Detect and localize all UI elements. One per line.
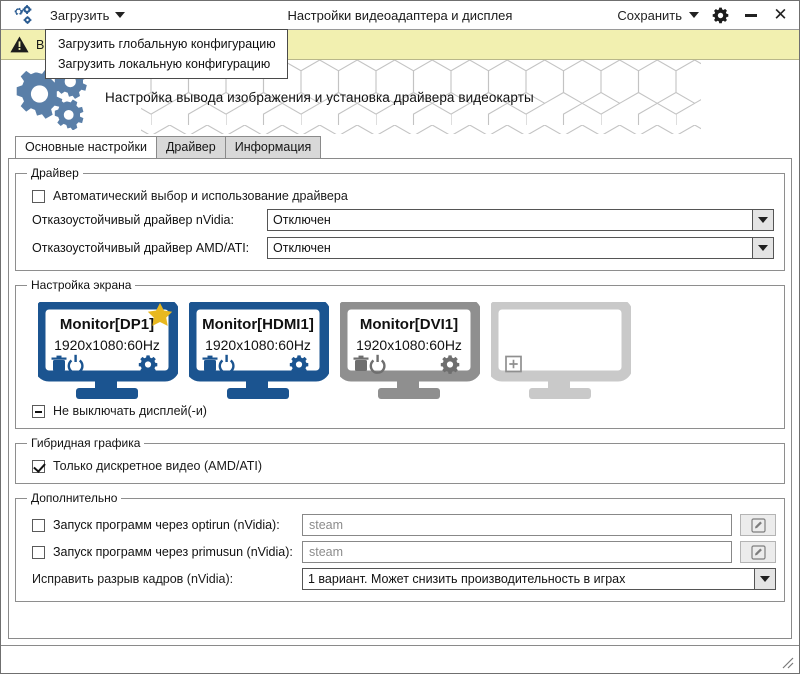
monitor-card-hdmi1[interactable]: Monitor[HDMI1] 1920x1080:60Hz [189,302,329,402]
tab-bar: Основные настройки Драйвер Информация [1,134,799,158]
gear-icon [138,355,158,374]
group-advanced: Дополнительно Запуск программ через opti… [15,491,785,602]
optirun-label-wrap[interactable]: Запуск программ через optirun (nVidia): [32,518,302,532]
load-dropdown-menu[interactable]: Загрузить глобальную конфигурацию Загруз… [45,29,288,79]
group-hybrid-graphics: Гибридная графика Только дискретное виде… [15,436,785,484]
plus-box-icon [505,355,522,373]
menu-item-load-global[interactable]: Загрузить глобальную конфигурацию [58,37,276,51]
nvidia-driver-row: Отказоустойчивый драйвер nVidia: Отключе… [32,209,776,231]
resize-grip-icon[interactable] [781,656,794,669]
optirun-edit-button[interactable] [740,514,776,536]
trash-icon [51,355,67,371]
settings-gear-button[interactable] [712,7,729,24]
primusrun-label-wrap[interactable]: Запуск программ через primusun (nVidia): [32,545,302,559]
chevron-down-icon [760,576,770,582]
monitor-card-dvi1[interactable]: Monitor[DVI1] 1920x1080:60Hz [340,302,480,402]
header-title: Настройка вывода изображения и установка… [105,89,534,105]
tearfree-row: Исправить разрыв кадров (nVidia): 1 вари… [32,568,776,590]
minimize-icon [744,13,757,17]
tab-panel-main-settings: Драйвер Автоматический выбор и использов… [8,158,792,639]
tab-driver[interactable]: Драйвер [155,136,226,158]
tab-information[interactable]: Информация [224,136,322,158]
discrete-only-row[interactable]: Только дискретное видео (AMD/ATI) [32,459,776,473]
amd-driver-select[interactable]: Отключен [267,237,774,259]
gear-icon [440,355,460,374]
group-driver: Драйвер Автоматический выбор и использов… [15,166,785,271]
auto-driver-row[interactable]: Автоматический выбор и использование дра… [32,189,776,203]
warning-text: В [36,37,45,52]
primusrun-edit-button[interactable] [740,541,776,563]
amd-driver-dropdown-button[interactable] [752,238,773,258]
amd-driver-value: Отключен [273,241,331,255]
keep-displays-on-checkbox[interactable] [32,404,45,418]
chevron-down-icon [115,12,126,18]
monitor-name: Monitor[DP1] [60,316,154,333]
monitor-name: Monitor[HDMI1] [202,316,314,333]
monitor-mode: 1920x1080:60Hz [356,337,462,353]
monitor-card-add-new[interactable] [491,302,631,402]
edit-pencil-icon [750,544,766,560]
monitor-list: Monitor[DP1] 1920x1080:60Hz [38,302,776,402]
group-driver-legend: Драйвер [31,166,79,180]
keep-displays-on-row[interactable]: Не выключать дисплей(-и) [32,404,776,418]
nvidia-driver-value: Отключен [273,213,331,227]
optirun-checkbox[interactable] [32,518,45,532]
title-bar-controls: Сохранить ✕ [617,4,799,25]
keep-displays-on-label: Не выключать дисплей(-и) [53,404,207,418]
tearfree-select[interactable]: 1 вариант. Может снизить производительно… [302,568,776,590]
primusrun-input[interactable]: steam [302,541,732,563]
amd-driver-label: Отказоустойчивый драйвер AMD/ATI: [32,241,250,255]
title-bar: Загрузить Настройки видеоадаптера и дисп… [1,1,799,30]
primusrun-checkbox[interactable] [32,545,45,559]
tab-main-settings[interactable]: Основные настройки [15,136,157,158]
group-advanced-legend: Дополнительно [31,491,118,505]
chevron-down-icon [758,217,768,223]
power-icon [218,354,235,374]
primusrun-row: Запуск программ через primusun (nVidia):… [32,541,776,563]
optirun-label: Запуск программ через optirun (nVidia): [53,518,280,532]
primary-star-icon [147,303,173,326]
group-screen-legend: Настройка экрана [31,278,132,292]
monitor-card-dp1[interactable]: Monitor[DP1] 1920x1080:60Hz [38,302,178,402]
gear-icon [289,355,309,374]
power-icon [369,354,386,374]
close-icon: ✕ [773,4,788,25]
chevron-down-icon [689,12,699,18]
optirun-input[interactable]: steam [302,514,732,536]
tearfree-value: 1 вариант. Может снизить производительно… [308,572,626,586]
optirun-row: Запуск программ через optirun (nVidia): … [32,514,776,536]
warning-triangle-icon [10,36,29,53]
trash-icon [202,355,218,371]
load-menu-label: Загрузить [50,7,110,23]
monitor-mode: 1920x1080:60Hz [54,337,160,353]
group-screen: Настройка экрана Monitor[DP1] 1920x1080:… [15,278,785,429]
minimize-button[interactable] [742,7,759,24]
auto-driver-label: Автоматический выбор и использование дра… [53,189,348,203]
tearfree-label: Исправить разрыв кадров (nVidia): [32,572,234,586]
chevron-down-icon [758,245,768,251]
nvidia-driver-select[interactable]: Отключен [267,209,774,231]
save-menu-label: Сохранить [617,7,682,23]
edit-pencil-icon [750,517,766,533]
menu-item-load-local[interactable]: Загрузить локальную конфигурацию [58,57,271,71]
nvidia-driver-dropdown-button[interactable] [752,210,773,230]
power-icon [67,354,84,374]
nvidia-driver-label: Отказоустойчивый драйвер nVidia: [32,213,234,227]
save-menu-button[interactable]: Сохранить [617,8,699,23]
primusrun-label: Запуск программ через primusun (nVidia): [53,545,293,559]
load-menu-button[interactable]: Загрузить [46,6,129,25]
trash-icon [353,355,369,371]
group-hybrid-legend: Гибридная графика [31,436,141,450]
app-icon [6,4,36,26]
discrete-only-label: Только дискретное видео (AMD/ATI) [53,459,263,473]
close-button[interactable]: ✕ [772,4,789,25]
status-bar [1,645,799,673]
discrete-only-checkbox[interactable] [32,459,45,473]
auto-driver-checkbox[interactable] [32,189,45,203]
monitor-mode: 1920x1080:60Hz [205,337,311,353]
monitor-name: Monitor[DVI1] [360,316,458,333]
tearfree-dropdown-button[interactable] [754,569,775,589]
amd-driver-row: Отказоустойчивый драйвер AMD/ATI: Отключ… [32,237,776,259]
